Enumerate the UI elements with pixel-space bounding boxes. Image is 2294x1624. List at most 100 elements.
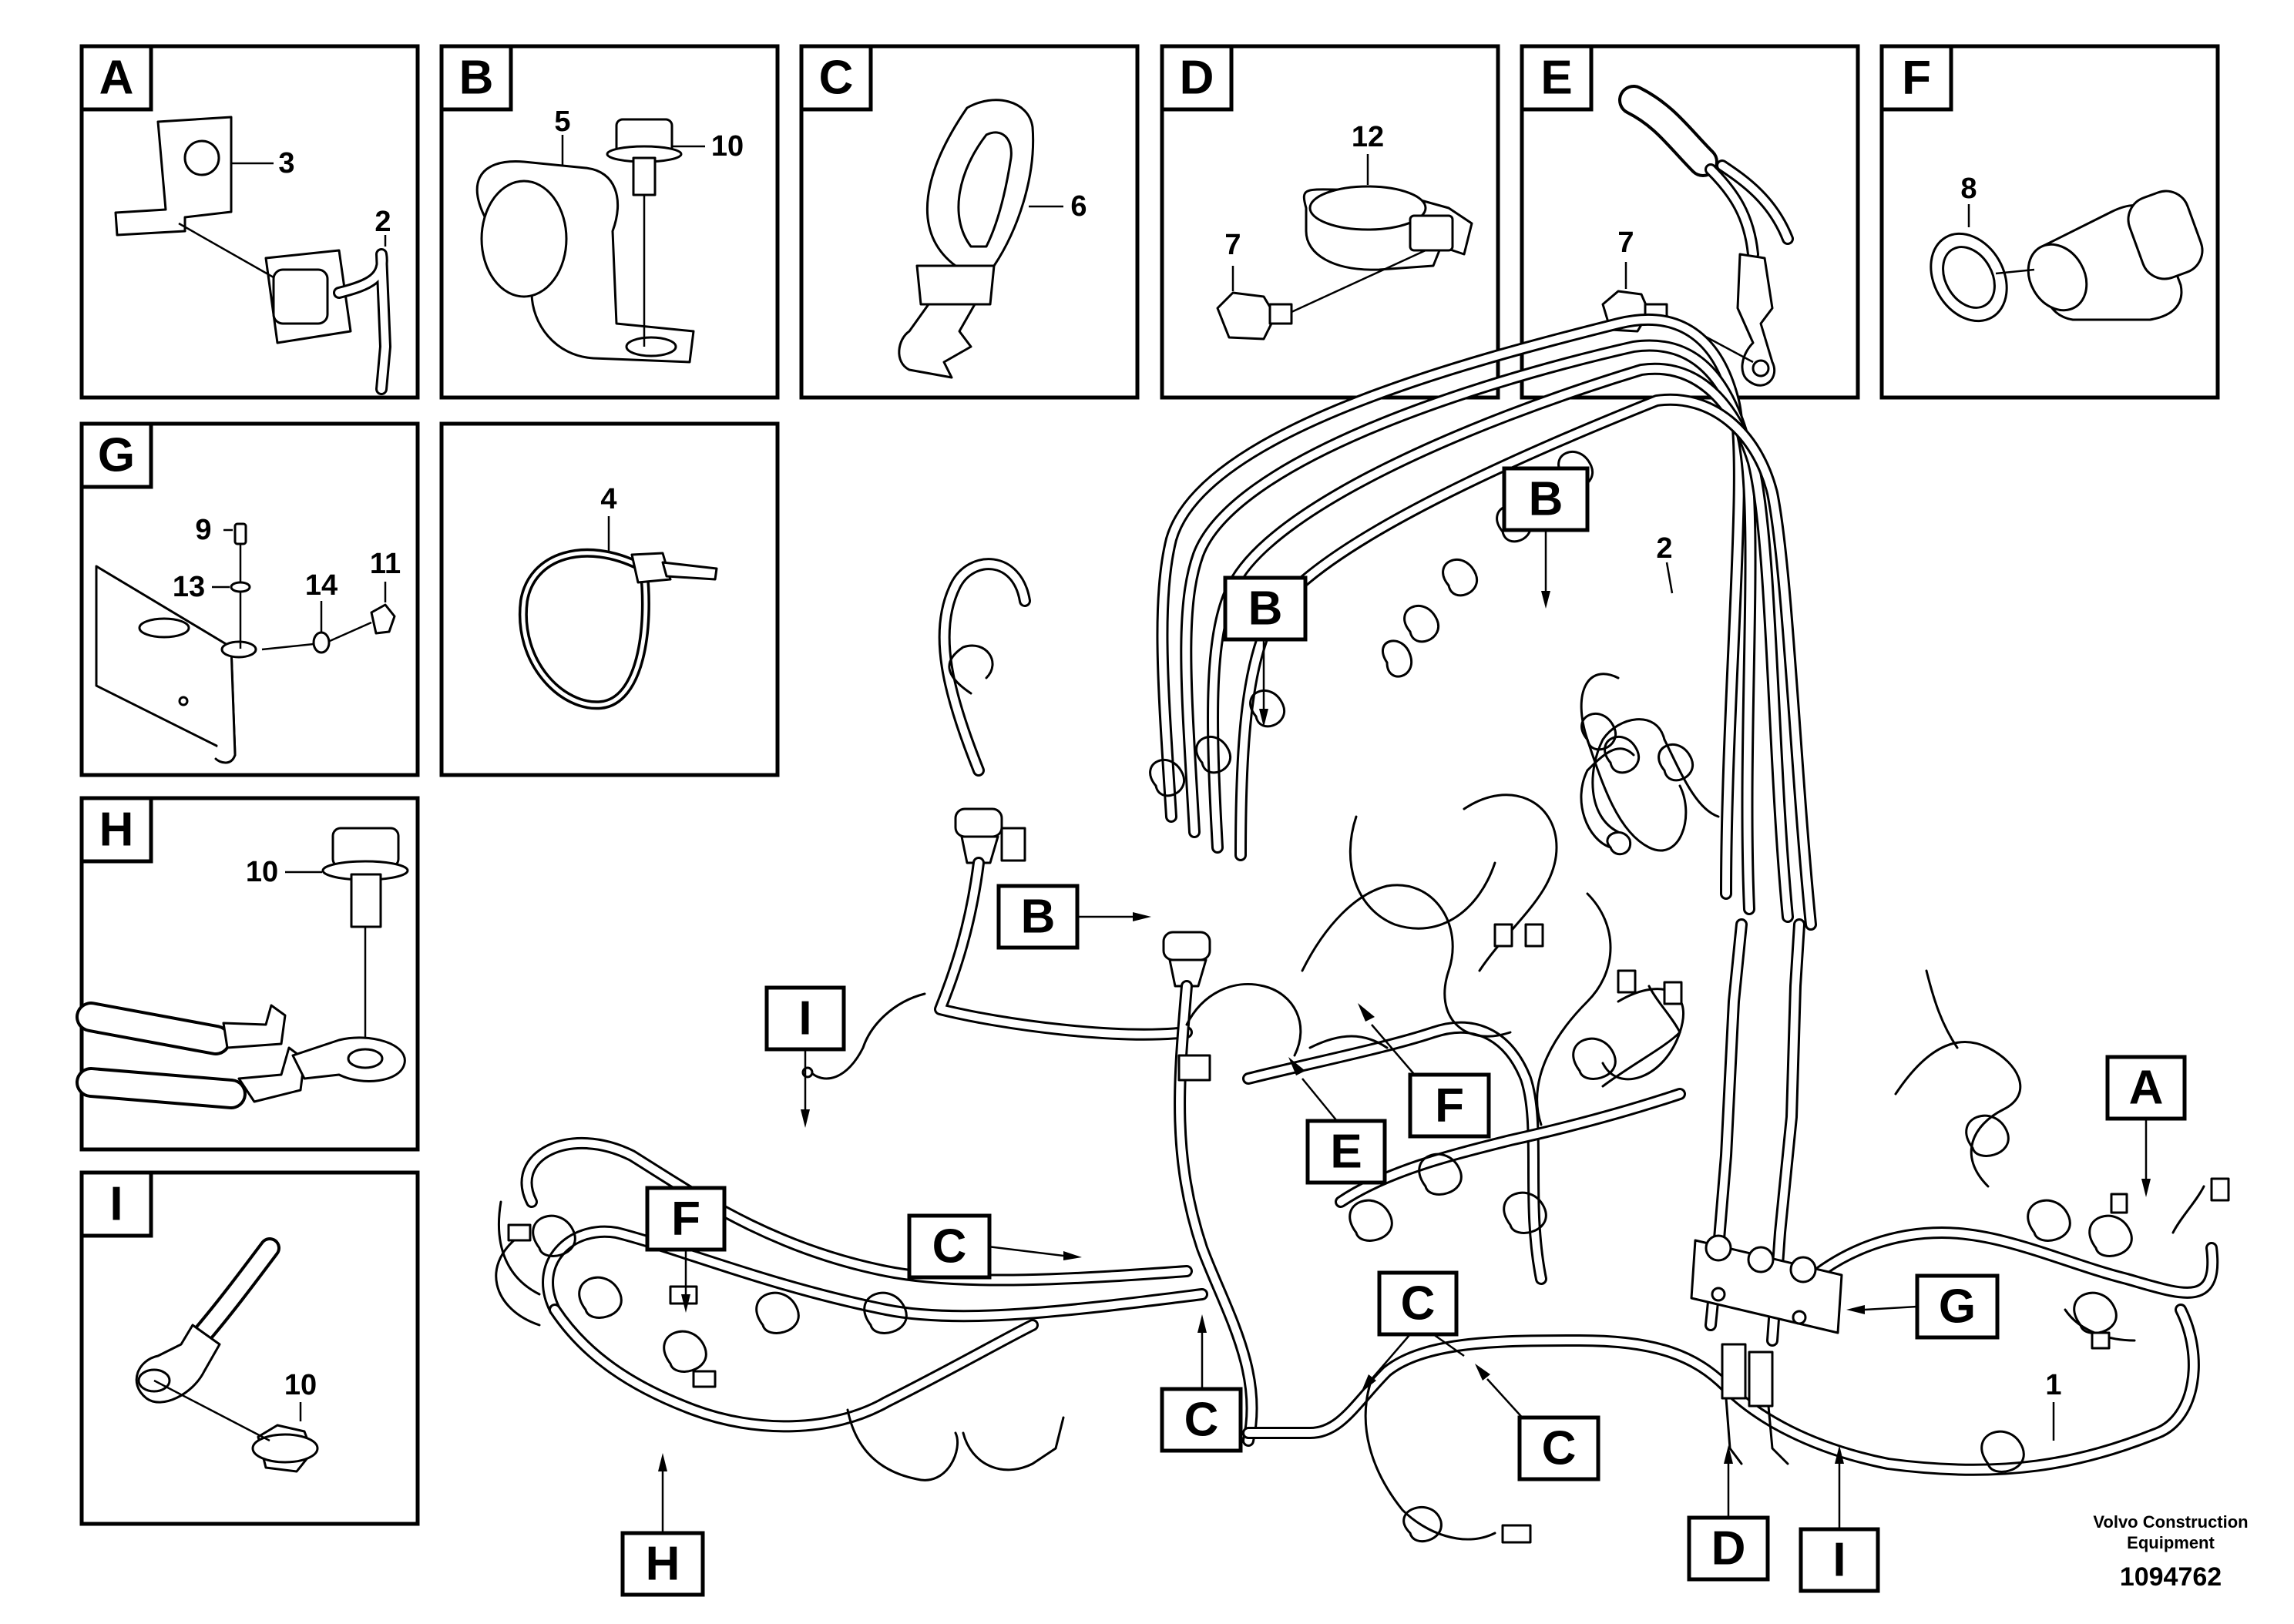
callout-5: 5 [554,106,570,138]
tag-e [1305,1119,1387,1185]
plug-connector-3 [507,1223,532,1242]
grommet-upper [954,807,1003,838]
maker-line-1: Volvo Construction [2093,1512,2248,1532]
plug-connector-9 [1501,1524,1532,1544]
tag-e-letter: E [1330,1126,1362,1179]
tag-a-letter: A [2129,1062,2164,1115]
relay-2 [1748,1351,1774,1408]
panel-d-letter: D [1180,52,1214,105]
plug-connector-6 [2210,1177,2230,1202]
panel-f-tag [1879,44,1953,112]
harness-top-right [1580,718,1720,856]
detail-panel-h: H 10 [76,796,420,1152]
panel-g-tag [79,421,153,489]
detail-panel-f: F 8 [1879,44,2220,400]
fitting-2 [1747,1246,1775,1273]
plug-connector-8 [2091,1331,2111,1350]
tag-b-upper-letter: B [1248,582,1283,636]
plug-connector-13 [1493,923,1513,948]
callout-9: 9 [195,514,211,546]
callout-6: 6 [1070,190,1087,223]
tag-b-mid-letter: B [1021,891,1056,944]
panel-d-tag [1160,44,1234,112]
harness-left-section [801,558,1258,1447]
callout-13: 13 [173,571,205,603]
detail-panel-e: E 7 [1520,44,1860,400]
fitting-3 [1789,1256,1817,1283]
panel-b-letter: B [459,52,494,105]
tag-b-upper [1223,575,1308,642]
tag-a [2105,1055,2187,1121]
panel-g-letter: G [98,429,135,482]
tag-d-letter: D [1711,1522,1746,1575]
screw-part [233,522,247,545]
tag-i-bottom-letter: I [1832,1534,1846,1587]
plug-connector-1 [1000,827,1026,862]
tag-c-2 [1160,1387,1243,1453]
tag-c-4 [1517,1415,1600,1481]
callout-2-main: 2 [1656,532,1672,565]
tag-b-mid [996,884,1080,950]
harness-middle-web [1185,673,1688,1285]
tag-g-letter: G [1939,1280,1976,1334]
tag-c-3 [1377,1270,1459,1337]
callout-10-h: 10 [246,856,278,888]
grommet-lower [1162,931,1211,961]
detail-panel-g: G 9 13 14 11 [79,421,420,777]
callout-7-e: 7 [1617,226,1634,259]
harness-upper-bundle [1156,313,1817,1347]
detail-panel-d: D 12 7 [1160,44,1500,400]
callout-11: 11 [370,548,401,580]
tag-h-letter: H [646,1538,680,1591]
tag-f-center-letter: F [1435,1079,1464,1132]
tag-d [1687,1515,1770,1582]
callout-7-d: 7 [1224,229,1241,261]
washer-part [230,581,251,593]
panel-c-tag [799,44,873,112]
panel-e-tag [1520,44,1594,112]
callout-4: 4 [600,483,616,515]
plug-connector-5 [692,1370,717,1388]
tag-f-left [645,1186,727,1252]
cable-tie-head [630,552,672,584]
plug-connector-2 [1177,1054,1211,1082]
ring-terminal-part [1736,253,1776,387]
footer-credit: Volvo Construction Equipment 1094762 [2093,1512,2248,1592]
cable-tie-tail [661,561,718,581]
harness-lower-left [495,1137,1208,1481]
panel-i-letter: I [109,1178,123,1231]
panel-a-tag [79,44,153,112]
panel-h-letter: H [99,804,134,857]
washer-14-part [312,631,331,654]
junction-block [1690,1234,1843,1465]
tag-f-center [1408,1072,1491,1139]
detail-panel-cable-tie: 4 [439,421,780,777]
document-number: 1094762 [2120,1562,2222,1592]
tag-c-2-letter: C [1184,1394,1219,1447]
callout-3: 3 [278,147,294,180]
callout-10-i: 10 [284,1369,317,1401]
tag-c-4-letter: C [1542,1422,1577,1475]
tag-b-top-letter: B [1529,473,1563,526]
panel-b-tag [439,44,513,112]
detail-panel-i: I 10 [79,1170,420,1526]
plug-connector-10 [1617,969,1637,994]
plug-connector-7 [2110,1193,2128,1214]
plug-connector-11 [1663,981,1683,1005]
nut-part [370,603,396,635]
panel-i-tag [79,1170,153,1238]
location-tags: B B B I E F F C [620,466,2187,1597]
tag-c-3-letter: C [1401,1277,1436,1330]
main-callouts: 2 1 [1656,532,2062,1441]
bolt-part [1216,291,1277,341]
tag-i-bottom [1799,1527,1880,1593]
tag-h [620,1531,705,1597]
plug-connector-12 [1524,923,1544,948]
callout-1-main: 1 [2045,1369,2061,1401]
tag-i-left [764,985,846,1052]
callout-8: 8 [1960,173,1977,205]
tag-c-1 [907,1213,992,1280]
callout-10: 10 [711,130,744,163]
